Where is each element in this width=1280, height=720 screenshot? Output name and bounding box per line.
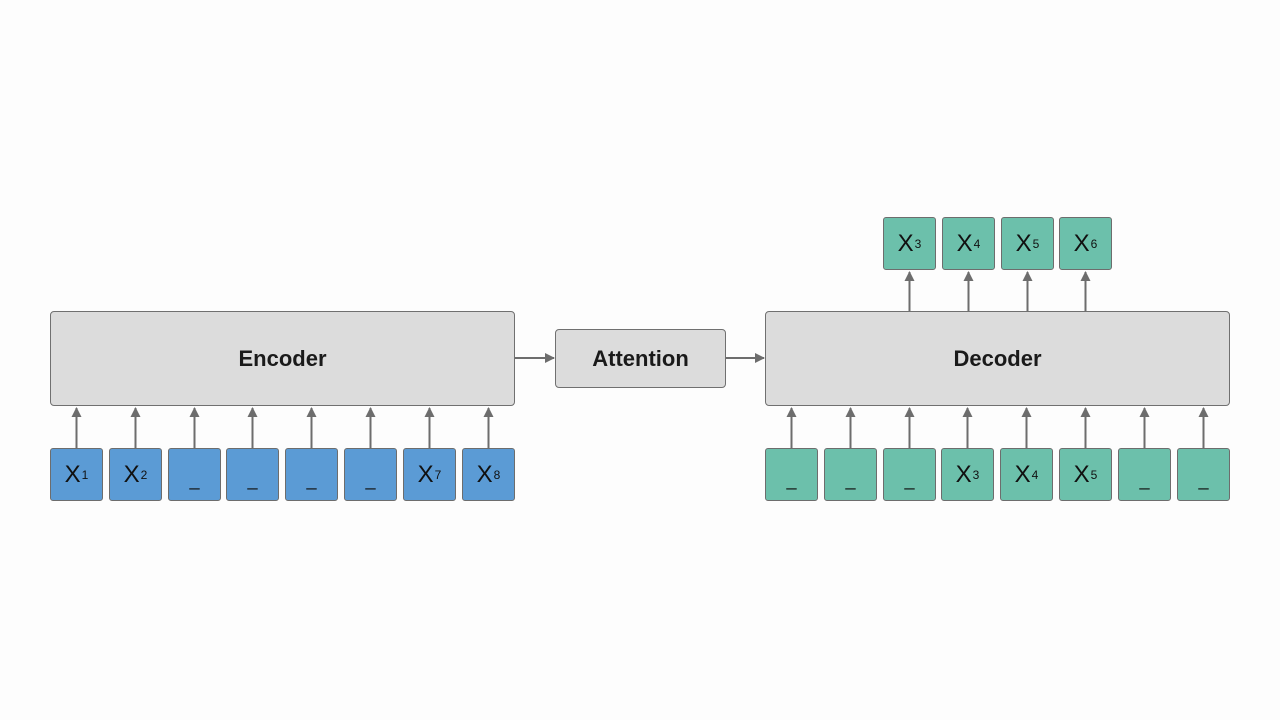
decoder-input-token-symbol: _ xyxy=(845,470,856,490)
encoder-input-token-symbol: X xyxy=(123,460,140,488)
decoder-input-token-7: _ xyxy=(1118,448,1171,501)
decoder-output-token-subscript: 5 xyxy=(1032,236,1040,251)
decoder-input-token-symbol: X xyxy=(1073,460,1090,488)
encoder-block: Encoder xyxy=(50,311,515,406)
attention-label: Attention xyxy=(592,345,689,371)
encoder-input-token-subscript: 2 xyxy=(140,467,148,482)
decoder-input-token-3: _ xyxy=(883,448,936,501)
encoder-input-token-subscript: 8 xyxy=(493,467,501,482)
decoder-input-token-symbol: _ xyxy=(786,470,797,490)
encoder-input-token-symbol: _ xyxy=(306,470,317,490)
decoder-output-token-symbol: X xyxy=(897,229,914,257)
encoder-input-token-symbol: _ xyxy=(247,470,258,490)
decoder-input-token-1: _ xyxy=(765,448,818,501)
encoder-input-token-symbol: X xyxy=(476,460,493,488)
decoder-input-token-symbol: X xyxy=(1014,460,1031,488)
decoder-input-token-subscript: 3 xyxy=(972,467,980,482)
encoder-input-token-6: _ xyxy=(344,448,397,501)
decoder-output-token-subscript: 4 xyxy=(973,236,981,251)
decoder-input-token-symbol: _ xyxy=(1139,470,1150,490)
decoder-input-token-subscript: 5 xyxy=(1090,467,1098,482)
decoder-output-token-symbol: X xyxy=(956,229,973,257)
decoder-input-token-symbol: X xyxy=(955,460,972,488)
decoder-label: Decoder xyxy=(953,345,1042,371)
decoder-input-token-symbol: _ xyxy=(1198,470,1209,490)
decoder-output-token-subscript: 6 xyxy=(1090,236,1098,251)
encoder-label: Encoder xyxy=(238,345,327,371)
decoder-input-token-subscript: 4 xyxy=(1031,467,1039,482)
decoder-block: Decoder xyxy=(765,311,1230,406)
decoder-output-token-symbol: X xyxy=(1015,229,1032,257)
decoder-output-token-symbol: X xyxy=(1073,229,1090,257)
encoder-input-token-subscript: 7 xyxy=(434,467,442,482)
decoder-input-token-symbol: _ xyxy=(904,470,915,490)
decoder-output-token-subscript: 3 xyxy=(914,236,922,251)
encoder-input-token-symbol: _ xyxy=(189,470,200,490)
encoder-input-token-5: _ xyxy=(285,448,338,501)
encoder-input-token-symbol: X xyxy=(417,460,434,488)
encoder-input-token-symbol: X xyxy=(64,460,81,488)
encoder-input-token-subscript: 1 xyxy=(81,467,89,482)
encoder-input-token-symbol: _ xyxy=(365,470,376,490)
attention-block: Attention xyxy=(555,329,726,388)
encoder-input-token-4: _ xyxy=(226,448,279,501)
decoder-input-token-8: _ xyxy=(1177,448,1230,501)
encoder-input-token-3: _ xyxy=(168,448,221,501)
decoder-input-token-2: _ xyxy=(824,448,877,501)
